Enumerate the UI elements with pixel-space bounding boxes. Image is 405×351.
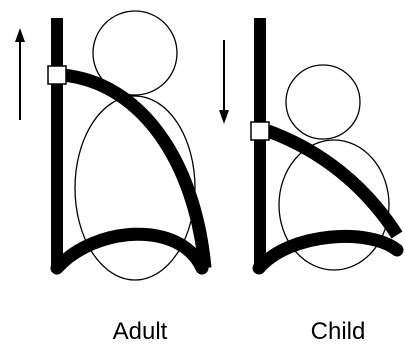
adult-belt-anchor xyxy=(48,66,66,84)
child-seat-back-post xyxy=(254,18,266,268)
child-shoulder-belt xyxy=(268,131,397,235)
child-belt-anchor xyxy=(251,122,269,140)
adult-up-arrow-icon xyxy=(15,28,25,42)
child-label: Child xyxy=(311,320,366,344)
child-figure xyxy=(219,18,397,270)
child-head xyxy=(286,65,360,139)
adult-seat-back-post xyxy=(51,18,63,268)
adult-lap-belt xyxy=(57,234,202,268)
adult-label: Adult xyxy=(113,320,168,344)
adult-figure xyxy=(15,11,205,280)
child-down-arrow-icon xyxy=(219,110,229,124)
child-lap-belt xyxy=(259,236,397,268)
adult-torso xyxy=(75,96,195,280)
